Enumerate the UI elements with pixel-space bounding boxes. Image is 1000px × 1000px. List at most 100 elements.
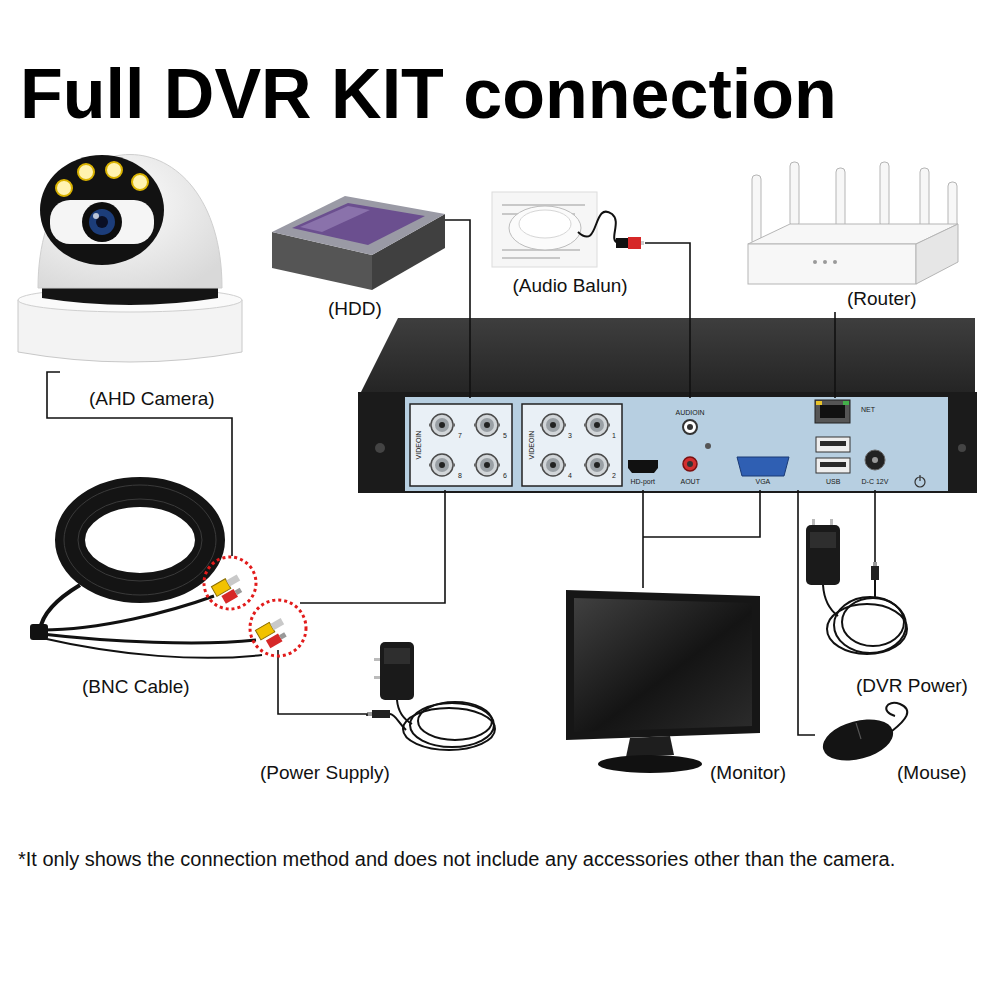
dvr-illustration-part xyxy=(816,401,822,405)
router-illustration-part xyxy=(752,175,761,245)
bnc-cable-illustration-part-part xyxy=(226,575,240,587)
power-supply-illustration-part xyxy=(384,648,410,664)
dvr-power-node: (DVR Power) xyxy=(806,562,975,700)
dvr-illustration-part xyxy=(474,454,500,476)
dvr-illustration-part xyxy=(405,397,948,491)
text-holder: (BNC Cable) xyxy=(82,676,190,698)
dvr-power-illustration-part xyxy=(874,580,876,598)
bnc-cable-illustration-part xyxy=(30,624,48,640)
text-holder: HD-port xyxy=(631,478,656,486)
dvr-illustration xyxy=(358,318,977,537)
text-holder: USB xyxy=(826,478,840,486)
dvr-power-illustration-part xyxy=(812,519,815,525)
connector-line xyxy=(645,243,690,398)
router-illustration-part xyxy=(916,224,958,284)
hdd-illustration xyxy=(272,196,445,290)
dvr-power-illustration-part xyxy=(873,562,877,566)
monitor-illustration-part xyxy=(566,590,760,740)
connector-line xyxy=(47,372,232,556)
text-holder: 8 xyxy=(458,472,462,480)
device-label: (DVR Power) xyxy=(856,675,968,697)
port-label: HD-port xyxy=(631,478,656,486)
camera-illustration-part xyxy=(89,209,115,235)
text-holder: 7 xyxy=(458,432,462,440)
port-number: 5 xyxy=(503,432,507,440)
dvr-illustration-part xyxy=(474,414,500,436)
monitor-illustration-part xyxy=(598,755,702,773)
connector-line xyxy=(278,700,367,716)
monitor-illustration xyxy=(566,590,760,773)
port-label: USB xyxy=(826,478,840,486)
hdd-illustration-part xyxy=(272,196,445,255)
dvr-illustration-part xyxy=(815,400,850,423)
dvr-illustration-part xyxy=(872,457,878,463)
dvr-illustration-part xyxy=(958,444,966,452)
bnc-cable-illustration-part xyxy=(42,638,262,658)
audio-balun-illustration-part xyxy=(509,206,581,250)
dvr-illustration-part xyxy=(683,457,697,471)
dvr-illustration-part xyxy=(375,443,385,453)
text-holder: AOUT xyxy=(681,478,700,486)
audio-balun-illustration-part xyxy=(578,212,618,243)
device-label: (Power Supply) xyxy=(260,762,390,784)
text-holder: 2 xyxy=(612,472,616,480)
device-label: (Router) xyxy=(847,288,917,310)
dvr-illustration-part xyxy=(843,401,849,405)
connector-line xyxy=(834,312,836,398)
camera-illustration-part xyxy=(106,162,122,178)
router-illustration-part xyxy=(880,162,889,227)
camera-node: (AHD Camera) xyxy=(60,150,250,412)
connector-line xyxy=(300,490,445,603)
bnc-cable-illustration-part xyxy=(78,499,202,581)
mouse-illustration-part xyxy=(856,723,861,739)
dvr-power-illustration-part xyxy=(871,566,879,580)
monitor-illustration-part xyxy=(574,598,752,732)
power-supply-illustration-part xyxy=(397,700,412,724)
power-supply-illustration-part xyxy=(374,676,380,679)
camera-illustration-part xyxy=(93,213,99,219)
port-label: VGA xyxy=(756,478,771,486)
text-holder: (Monitor) xyxy=(710,762,786,784)
text-holder: (Audio Balun) xyxy=(513,275,628,297)
power-supply-node: (Power Supply) xyxy=(245,716,505,790)
dvr-illustration-part xyxy=(410,404,512,486)
device-label: (Mouse) xyxy=(897,762,967,784)
bnc-cable-illustration-part xyxy=(40,585,80,630)
text-holder: 3 xyxy=(568,432,572,440)
port-number: 2 xyxy=(612,472,616,480)
device-label: (AHD Camera) xyxy=(89,388,215,410)
dvr-illustration-part xyxy=(584,414,610,436)
connector-line xyxy=(445,220,470,398)
connector-line xyxy=(798,490,815,735)
mouse-illustration-part xyxy=(818,712,897,767)
dvr-illustration-part xyxy=(358,392,977,493)
connector-line xyxy=(874,490,876,562)
text-holder: *It only shows the connection method and… xyxy=(18,844,898,874)
text-holder: (Mouse) xyxy=(897,762,967,784)
port-label: AOUT xyxy=(681,478,700,486)
dvr-illustration-part xyxy=(540,414,566,436)
port-number: 6 xyxy=(503,472,507,480)
dvr-illustration-part xyxy=(816,437,850,452)
power-supply-illustration xyxy=(367,642,495,750)
bnc-cable-illustration-part xyxy=(64,485,216,595)
hdd-node: (HDD) xyxy=(270,190,445,322)
monitor-illustration-part xyxy=(626,736,674,757)
hdd-illustration-part xyxy=(300,206,370,232)
dvr-power-illustration-part xyxy=(806,525,840,585)
text-holder: (AHD Camera) xyxy=(89,388,215,410)
text-holder: (HDD) xyxy=(328,298,382,320)
audio-balun-illustration xyxy=(492,192,644,267)
dvr-power-illustration xyxy=(806,519,907,654)
dvr-illustration-part xyxy=(628,460,658,473)
bnc-cable-illustration-part xyxy=(204,557,256,609)
router-illustration-part xyxy=(920,168,929,233)
port-label: VIDEOIN xyxy=(415,431,423,460)
router-illustration-part xyxy=(833,260,837,264)
port-label: D-C 12V xyxy=(862,478,889,486)
port-number: 7 xyxy=(458,432,462,440)
dvr-illustration-part xyxy=(705,443,711,449)
device-label: (Monitor) xyxy=(710,762,786,784)
bnc-cable-node: (BNC Cable) xyxy=(30,556,300,700)
router-illustration-part xyxy=(813,260,817,264)
